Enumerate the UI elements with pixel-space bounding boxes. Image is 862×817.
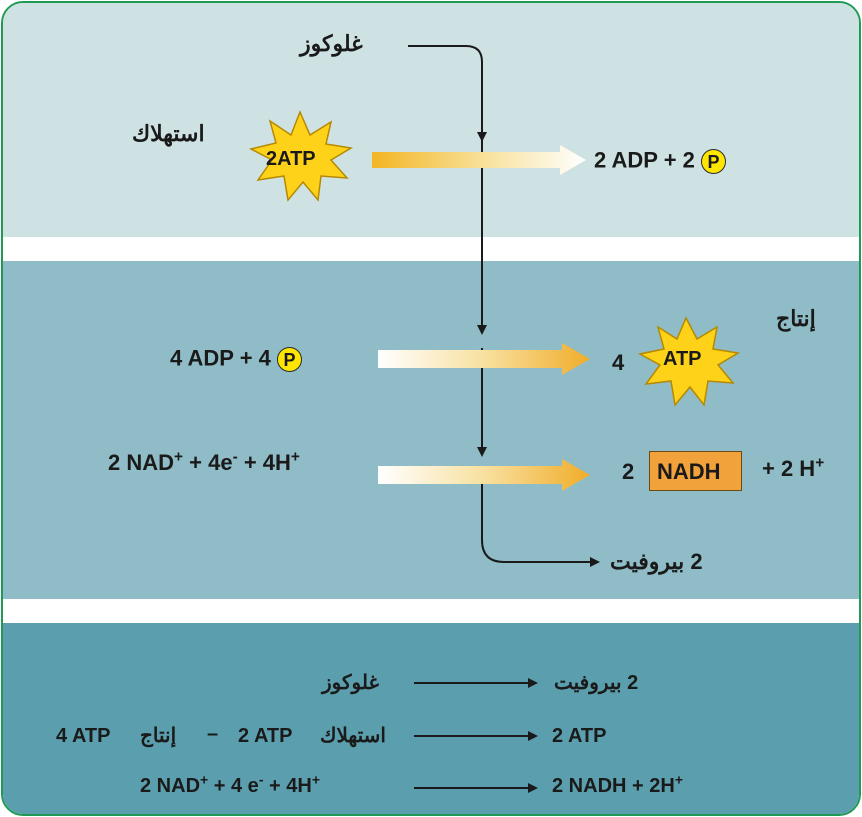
plus-superscript: + bbox=[311, 771, 321, 788]
summary-atp2: 2 ATP bbox=[238, 725, 293, 747]
production-label: إنتاج bbox=[776, 306, 816, 331]
production-band bbox=[3, 261, 859, 599]
summary-nad-text: 2 NAD bbox=[140, 775, 201, 797]
nadh-production-arrow bbox=[378, 459, 590, 491]
glucose-label: غلوكوز bbox=[300, 31, 363, 56]
atp-produced-label: ATP bbox=[663, 348, 702, 370]
minus-superscript: - bbox=[258, 771, 264, 788]
consumption-arrow bbox=[372, 145, 586, 175]
nad-text: 2 NAD bbox=[108, 450, 175, 475]
summary-production-label: إنتاج bbox=[140, 725, 177, 747]
summary-glucose: غلوكوز bbox=[322, 672, 379, 694]
electron-text: + 4e bbox=[183, 450, 233, 475]
atp-produced-star bbox=[637, 316, 741, 407]
consumption-label: استهلاك bbox=[132, 121, 205, 146]
consumption-products-text: 2 ADP + 2 bbox=[594, 147, 695, 173]
plus-superscript: + bbox=[674, 771, 683, 788]
plus-superscript: + bbox=[174, 448, 184, 466]
phosphate-icon: P bbox=[277, 347, 303, 372]
minus-superscript: - bbox=[232, 448, 238, 466]
consumption-products: 2 ADP + 2 P bbox=[594, 147, 727, 174]
consumption-band bbox=[3, 3, 859, 237]
summary-pyruvate: 2 بيروفيت bbox=[554, 672, 639, 694]
plus-superscript: + bbox=[290, 448, 300, 466]
atp-reactants: 4 ADP + 4 P bbox=[170, 345, 303, 372]
plus-superscript: + bbox=[200, 771, 209, 788]
atp-reactants-text: 4 ADP + 4 bbox=[170, 345, 271, 371]
nad-reactants: 2 NAD+ + 4e- + 4H+ bbox=[108, 448, 300, 475]
nadh-coefficient: 2 bbox=[622, 459, 635, 484]
plus-superscript: + bbox=[815, 454, 825, 472]
pyruvate-pathway-line bbox=[481, 470, 600, 567]
hydrogen-text: + 4H bbox=[237, 450, 291, 475]
summary-hydrogen-text: + 4H bbox=[263, 775, 312, 797]
glucose-pathway-line bbox=[408, 45, 487, 142]
hydrogen-product-text: + 2 H bbox=[762, 456, 816, 481]
hydrogen-product: + 2 H+ bbox=[762, 454, 825, 481]
summary-dash: – bbox=[207, 723, 219, 745]
nadh-label: NADH bbox=[657, 459, 721, 484]
summary-consumption-label: استهلاك bbox=[320, 725, 386, 747]
pyruvate-label: 2 بيروفيت bbox=[610, 549, 703, 574]
summary-electron-text: + 4 e bbox=[208, 775, 259, 797]
phosphate-icon: P bbox=[701, 149, 727, 174]
summary-nadh-text: 2 NADH + 2H bbox=[552, 775, 675, 797]
summary-atp-net: 2 ATP bbox=[552, 725, 607, 747]
atp-consumed-label: 2ATP bbox=[266, 148, 316, 170]
nadh-box bbox=[649, 451, 742, 491]
summary-nad-reactants: 2 NAD+ + 4 e- + 4H+ bbox=[140, 772, 320, 797]
summary-nadh-products: 2 NADH + 2H+ bbox=[552, 772, 683, 797]
atp-coefficient: 4 bbox=[612, 350, 625, 375]
summary-band bbox=[3, 623, 859, 814]
atp-consumed-star bbox=[248, 110, 354, 202]
atp-production-arrow bbox=[378, 343, 590, 375]
summary-atp4: 4 ATP bbox=[56, 725, 111, 747]
